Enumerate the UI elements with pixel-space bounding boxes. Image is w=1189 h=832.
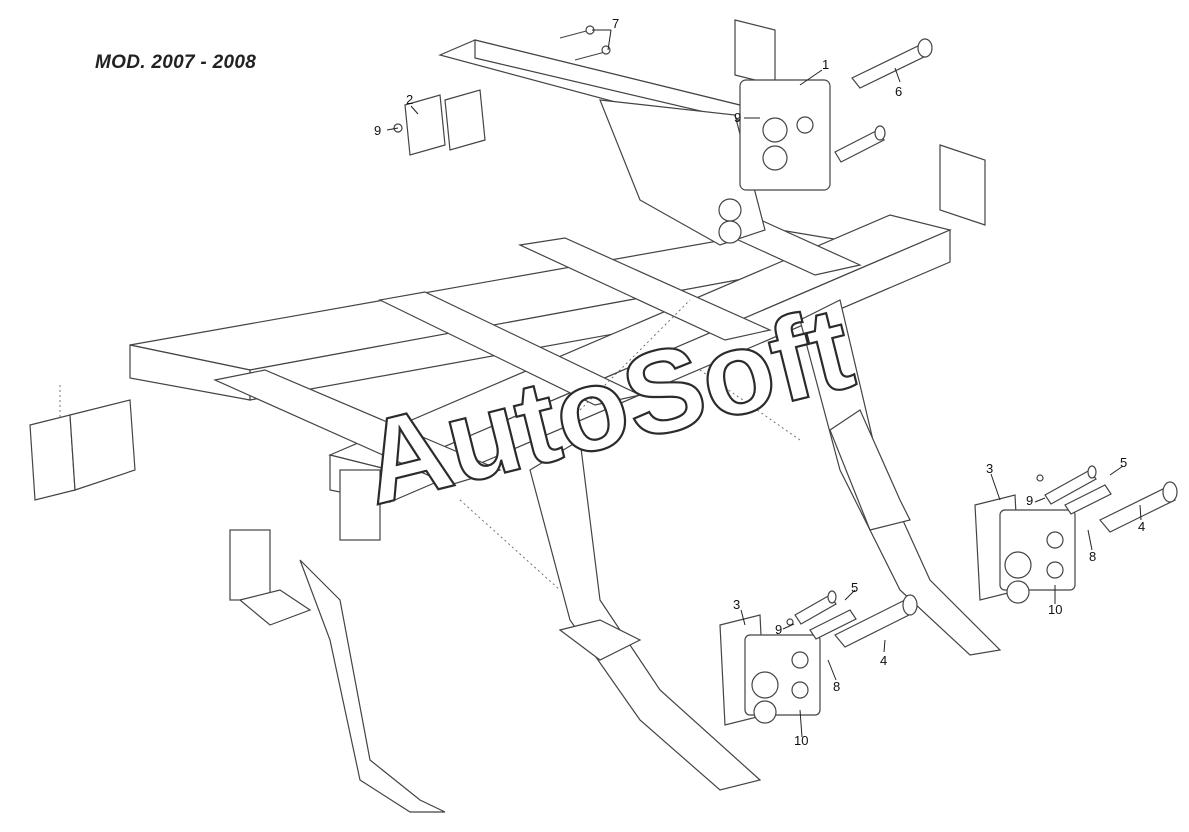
callout-4a: 4 <box>880 653 887 668</box>
callout-5a: 5 <box>851 580 858 595</box>
callout-8a: 8 <box>833 679 840 694</box>
callout-10b: 10 <box>1048 602 1062 617</box>
headstock-assembly <box>438 19 831 246</box>
callout-8b: 8 <box>1089 549 1096 564</box>
callout-labels: 1 2 3 3 4 4 5 5 6 7 8 8 9 9 9 9 10 10 <box>374 16 1145 748</box>
callout-1: 1 <box>822 57 829 72</box>
model-label: MOD. 2007 - 2008 <box>95 52 257 73</box>
callout-7: 7 <box>612 16 619 31</box>
callout-5b: 5 <box>1120 455 1127 470</box>
callout-6: 6 <box>895 84 902 99</box>
callout-3a: 3 <box>733 597 740 612</box>
left-side-plate <box>29 399 381 601</box>
right-end-plate <box>939 144 986 226</box>
assembly-guidelines <box>59 299 801 591</box>
tine-shanks <box>238 299 1002 813</box>
callout-9a: 9 <box>374 123 381 138</box>
callout-2: 2 <box>406 92 413 107</box>
callout-3b: 3 <box>986 461 993 476</box>
clamp-plate-assembly-lower <box>719 590 918 726</box>
pin-set-upper <box>834 38 933 163</box>
callout-9b: 9 <box>734 110 741 125</box>
callout-4b: 4 <box>1138 519 1145 534</box>
callout-10a: 10 <box>794 733 808 748</box>
bolt-set <box>559 25 611 61</box>
callout-leaders <box>386 29 1142 738</box>
callout-9c: 9 <box>775 622 782 637</box>
clamp-plate-assembly-right <box>974 465 1178 604</box>
callout-9d: 9 <box>1026 493 1033 508</box>
